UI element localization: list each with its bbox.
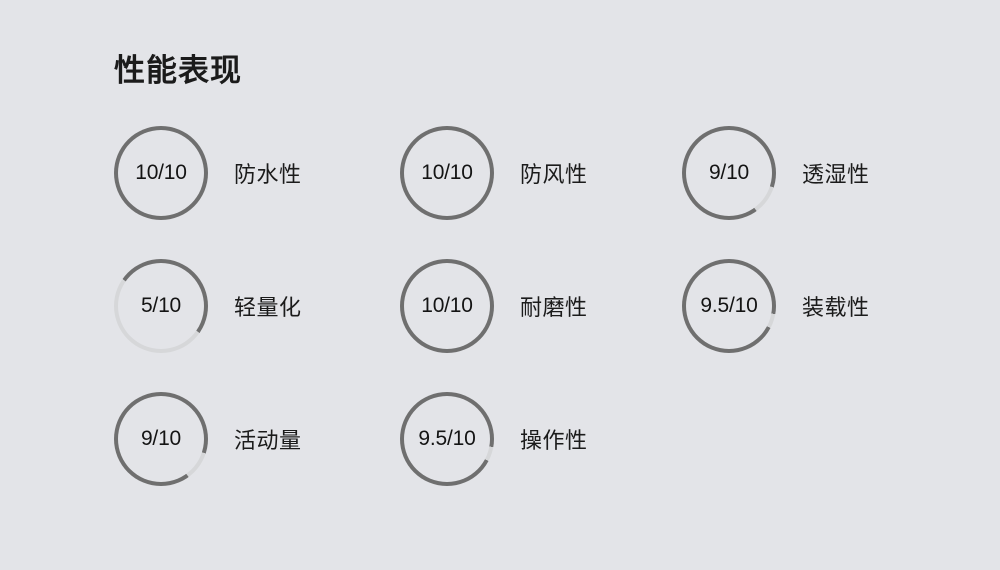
gauge-loading-capacity: 9.5/10: [682, 259, 776, 353]
metric-label: 轻量化: [234, 295, 302, 320]
metric-item-lightweight: 5/10 轻量化: [114, 256, 400, 356]
gauge-ring-inner: [118, 263, 204, 349]
gauge-ring-inner: [118, 130, 204, 216]
page-title: 性能表现: [114, 53, 242, 88]
metric-label: 装载性: [802, 295, 870, 320]
gauge-waterproof: 10/10: [114, 126, 208, 220]
gauge-ring: [114, 126, 208, 220]
gauge-value: 5/10: [140, 294, 182, 317]
gauge-value: 9.5/10: [418, 427, 476, 450]
gauge-value: 10/10: [421, 161, 473, 184]
gauge-ring: [114, 259, 208, 353]
metric-label: 活动量: [234, 428, 302, 453]
gauge-ring-inner: [404, 396, 490, 482]
gauge-ring: [400, 392, 494, 486]
gauge-value: 9/10: [140, 427, 182, 450]
gauge-ring-inner: [686, 263, 772, 349]
gauge-ring: [682, 126, 776, 220]
metric-item-loading-capacity: 9.5/10 装载性: [682, 256, 968, 356]
gauge-windproof: 10/10: [400, 126, 494, 220]
metric-label: 防风性: [520, 162, 588, 187]
gauge-lightweight: 5/10: [114, 259, 208, 353]
gauge-ring-inner: [404, 130, 490, 216]
gauge-operability: 9.5/10: [400, 392, 494, 486]
gauge-ring-inner: [118, 396, 204, 482]
gauge-breathability: 9/10: [682, 126, 776, 220]
gauge-abrasion-resistance: 10/10: [400, 259, 494, 353]
gauge-ring-inner: [404, 263, 490, 349]
metric-label: 透湿性: [802, 162, 870, 187]
metric-item-breathability: 9/10 透湿性: [682, 123, 968, 223]
gauge-value: 10/10: [135, 161, 187, 184]
metric-label: 防水性: [234, 162, 302, 187]
metric-label: 操作性: [520, 428, 588, 453]
metric-item-abrasion-resistance: 10/10 耐磨性: [400, 256, 682, 356]
metric-label: 耐磨性: [520, 295, 588, 320]
metric-item-waterproof: 10/10 防水性: [114, 123, 400, 223]
gauge-value: 9/10: [708, 161, 750, 184]
gauge-ring: [400, 259, 494, 353]
metrics-grid: 10/10 防水性 10/10 防风性 9/10 透湿性: [114, 123, 994, 522]
metric-item-mobility: 9/10 活动量: [114, 389, 400, 489]
gauge-ring-inner: [686, 130, 772, 216]
metric-item-operability: 9.5/10 操作性: [400, 389, 682, 489]
gauge-value: 10/10: [421, 294, 473, 317]
gauge-ring: [114, 392, 208, 486]
gauge-mobility: 9/10: [114, 392, 208, 486]
gauge-value: 9.5/10: [700, 294, 758, 317]
metric-item-windproof: 10/10 防风性: [400, 123, 682, 223]
gauge-ring: [400, 126, 494, 220]
gauge-ring: [682, 259, 776, 353]
